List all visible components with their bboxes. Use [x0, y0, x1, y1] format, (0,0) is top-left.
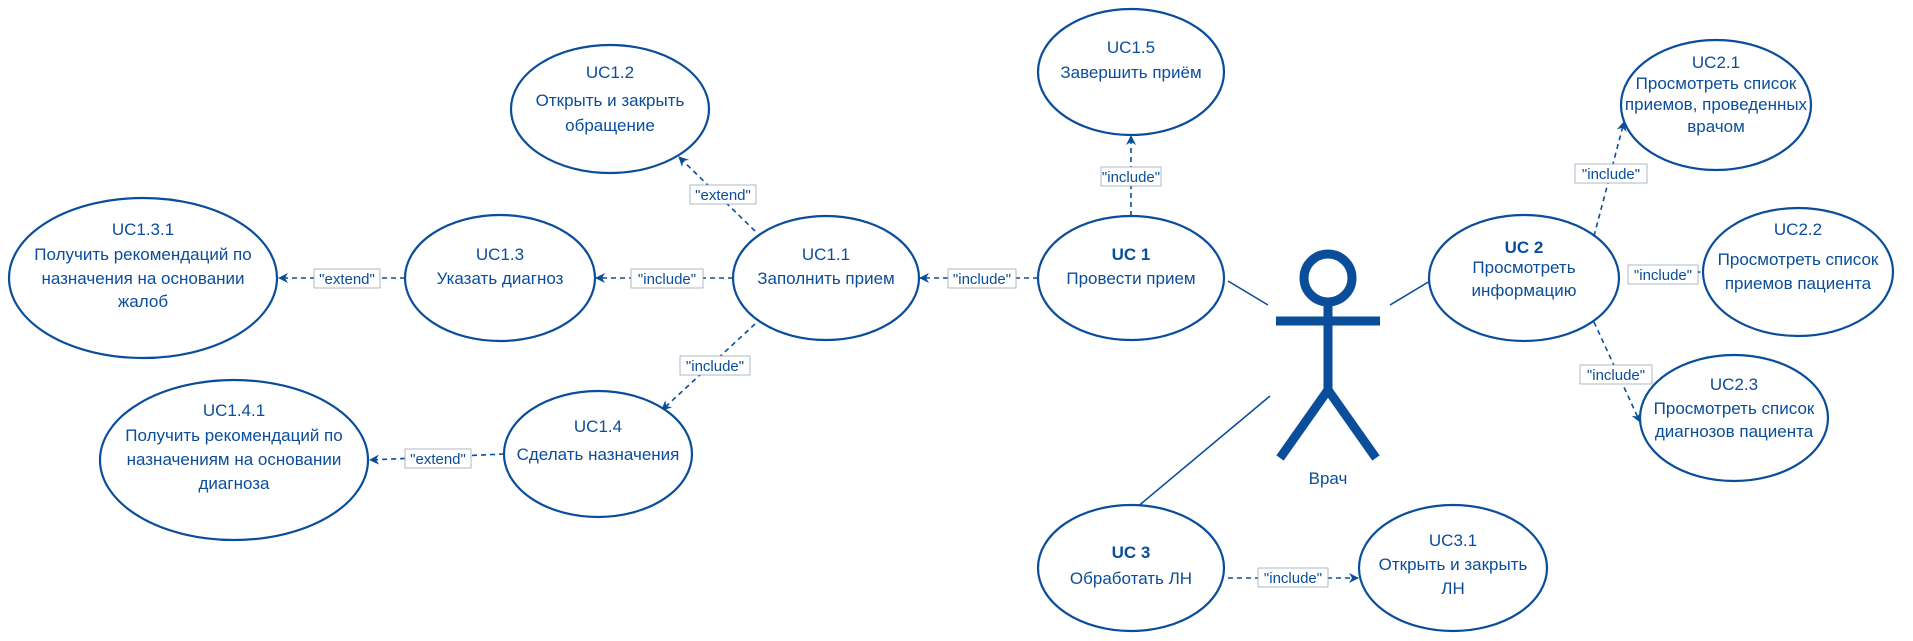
use-case-id: UC2.2 [1774, 220, 1822, 239]
use-case-uc1[interactable]: UC 1 Провести прием [1036, 214, 1226, 342]
use-case-title: Завершить приём [1060, 63, 1201, 82]
use-case-uc1-2[interactable]: UC1.2 Открыть и закрыть обращение [509, 43, 711, 175]
label-uc2-uc2-3: "include" [1579, 364, 1653, 385]
actor-right-leg [1324, 387, 1380, 461]
use-case-title: жалоб [118, 292, 168, 311]
stereotype-include: "include" [1634, 267, 1692, 284]
actor-doctor[interactable]: Врач [1276, 249, 1380, 488]
use-case-uc2-2[interactable]: UC2.2 Просмотреть список приемов пациент… [1701, 206, 1895, 338]
use-case-id: UC1.5 [1107, 38, 1155, 57]
use-case-uc3-1[interactable]: UC3.1 Открыть и закрыть ЛН [1357, 503, 1549, 633]
actor-label: Врач [1309, 469, 1348, 488]
use-case-title: Получить рекомендаций по [34, 245, 251, 264]
stereotype-include: "include" [686, 358, 744, 375]
label-uc1-1-uc1-2: "extend" [689, 184, 757, 205]
use-case-title: диагноза [199, 474, 271, 493]
use-case-id: UC2.3 [1710, 375, 1758, 394]
use-case-uc2-3[interactable]: UC2.3 Просмотреть список диагнозов пацие… [1638, 353, 1830, 483]
use-case-id: UC3.1 [1429, 531, 1477, 550]
use-case-id: UC 2 [1505, 238, 1544, 257]
use-case-title: Открыть и закрыть [1379, 555, 1528, 574]
use-case-id: UC 1 [1112, 245, 1151, 264]
stereotype-include: "include" [638, 271, 696, 288]
use-case-uc1-1[interactable]: UC1.1 Заполнить прием [731, 214, 921, 342]
stereotype-include: "include" [953, 271, 1011, 288]
use-case-title: приемов пациента [1725, 274, 1872, 293]
use-case-title: назначениям на основании [127, 450, 342, 469]
use-case-uc2-1[interactable]: UC2.1 Просмотреть список приемов, провед… [1619, 38, 1813, 172]
label-uc1-uc1-1: "include" [947, 268, 1017, 289]
use-case-uc1-3-1[interactable]: UC1.3.1 Получить рекомендаций по назначе… [7, 196, 279, 360]
stereotype-include: "include" [1587, 367, 1645, 384]
use-case-title: Просмотреть список [1654, 399, 1815, 418]
use-case-id: UC1.1 [802, 245, 850, 264]
use-case-uc1-5[interactable]: UC1.5 Завершить приём [1036, 7, 1226, 137]
use-case-title: ЛН [1441, 579, 1464, 598]
use-case-title: Сделать назначения [517, 445, 680, 464]
use-case-id: UC1.3.1 [112, 220, 174, 239]
use-case-id: UC1.4 [574, 417, 622, 436]
label-uc1-3-uc1-3-1: "extend" [313, 268, 381, 289]
actor-head [1299, 249, 1357, 307]
label-uc1-1-uc1-4: "include" [679, 355, 751, 376]
label-uc2-uc2-2: "include" [1627, 264, 1699, 285]
label-uc1-1-uc1-3: "include" [630, 268, 704, 289]
use-case-id: UC1.3 [476, 245, 524, 264]
association-actor-uc3 [1129, 395, 1271, 514]
use-case-id: UC1.4.1 [203, 401, 265, 420]
association-actor-uc2 [1389, 280, 1431, 306]
use-case-uc3[interactable]: UC 3 Обработать ЛН [1036, 503, 1226, 633]
use-case-title: Обработать ЛН [1070, 569, 1192, 588]
label-uc3-uc3-1: "include" [1257, 567, 1329, 588]
stereotype-extend: "extend" [695, 187, 751, 204]
use-case-uc1-3[interactable]: UC1.3 Указать диагноз [403, 213, 597, 343]
stereotype-extend: "extend" [319, 271, 375, 288]
use-case-title: приемов, проведенных [1625, 95, 1808, 114]
use-case-title: Просмотреть список [1636, 74, 1797, 93]
use-case-uc1-4-1[interactable]: UC1.4.1 Получить рекомендаций по назначе… [98, 378, 370, 542]
stereotype-include: "include" [1582, 166, 1640, 183]
actor-left-leg [1276, 387, 1332, 461]
use-case-id: UC 3 [1112, 543, 1151, 562]
use-case-title: информацию [1472, 281, 1577, 300]
use-case-id: UC2.1 [1692, 53, 1740, 72]
use-case-title: диагнозов пациента [1655, 422, 1814, 441]
use-case-title: Получить рекомендаций по [125, 426, 342, 445]
use-case-uc1-4[interactable]: UC1.4 Сделать назначения [502, 389, 694, 519]
label-uc1-uc1-5: "include" [1100, 166, 1162, 187]
use-case-title: Просмотреть список [1718, 250, 1879, 269]
use-case-title: обращение [565, 116, 655, 135]
use-case-uc2[interactable]: UC 2 Просмотреть информацию [1427, 213, 1621, 343]
label-uc1-4-uc1-4-1: "extend" [404, 448, 472, 469]
stereotype-extend: "extend" [410, 451, 466, 468]
use-case-title: Открыть и закрыть [536, 91, 685, 110]
use-case-title: врачом [1687, 117, 1745, 136]
use-case-title: Провести прием [1066, 269, 1195, 288]
label-uc2-uc2-1: "include" [1574, 163, 1648, 184]
stereotype-include: "include" [1102, 169, 1160, 186]
stereotype-include: "include" [1264, 570, 1322, 587]
use-case-title: Заполнить прием [757, 269, 894, 288]
use-case-title: Указать диагноз [437, 269, 564, 288]
use-case-title: назначения на основании [41, 269, 244, 288]
use-case-title: Просмотреть [1472, 258, 1575, 277]
use-case-id: UC1.2 [586, 63, 634, 82]
association-actor-uc1 [1227, 280, 1269, 306]
